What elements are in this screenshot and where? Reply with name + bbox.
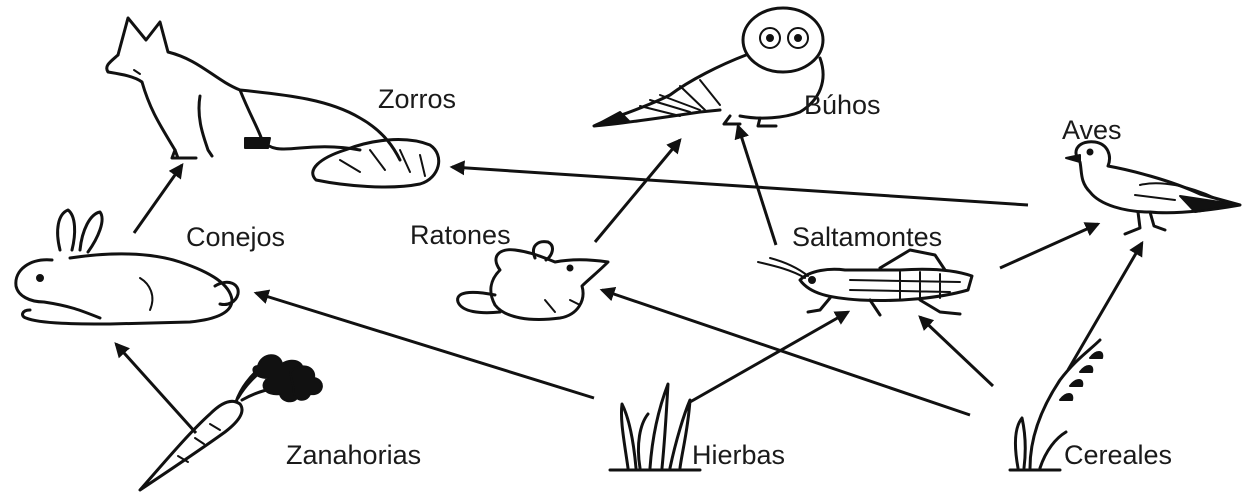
grasshopper-icon bbox=[757, 248, 974, 317]
arrow-cereales-ratones bbox=[599, 286, 971, 417]
arrow-cereales-aves bbox=[1066, 240, 1144, 371]
label-aves: Aves bbox=[1062, 115, 1122, 145]
fox-icon bbox=[105, 16, 441, 189]
label-conejos: Conejos bbox=[186, 222, 286, 252]
arrow-saltamontes-buhos bbox=[734, 123, 778, 246]
arrow-aves-zorros bbox=[449, 160, 1029, 207]
carrot-icon bbox=[138, 354, 323, 492]
arrow-hierbas-saltamontes bbox=[689, 310, 851, 404]
label-cereales: Cereales bbox=[1064, 440, 1173, 470]
arrow-cereales-saltamontes bbox=[918, 315, 995, 388]
arrow-conejos-zorros bbox=[132, 162, 184, 234]
arrow-ratones-buhos bbox=[593, 138, 682, 243]
label-saltamontes: Saltamontes bbox=[792, 222, 943, 252]
grass-icon bbox=[608, 382, 702, 472]
owl-icon bbox=[592, 6, 825, 128]
mouse-icon bbox=[456, 240, 610, 321]
arrow-hierbas-conejos bbox=[253, 289, 595, 400]
label-buhos: Búhos bbox=[804, 90, 881, 120]
label-hierbas: Hierbas bbox=[692, 440, 786, 470]
arrow-saltamontes-aves bbox=[999, 222, 1101, 270]
label-zorros: Zorros bbox=[378, 84, 457, 114]
label-zanahorias: Zanahorias bbox=[286, 440, 422, 470]
wheat-icon bbox=[1008, 338, 1104, 472]
arrow-zanahorias-conejos bbox=[114, 342, 198, 435]
label-ratones: Ratones bbox=[410, 220, 511, 250]
bird-icon bbox=[1065, 140, 1242, 236]
rabbit-icon bbox=[14, 208, 240, 326]
arrows bbox=[114, 123, 1144, 435]
